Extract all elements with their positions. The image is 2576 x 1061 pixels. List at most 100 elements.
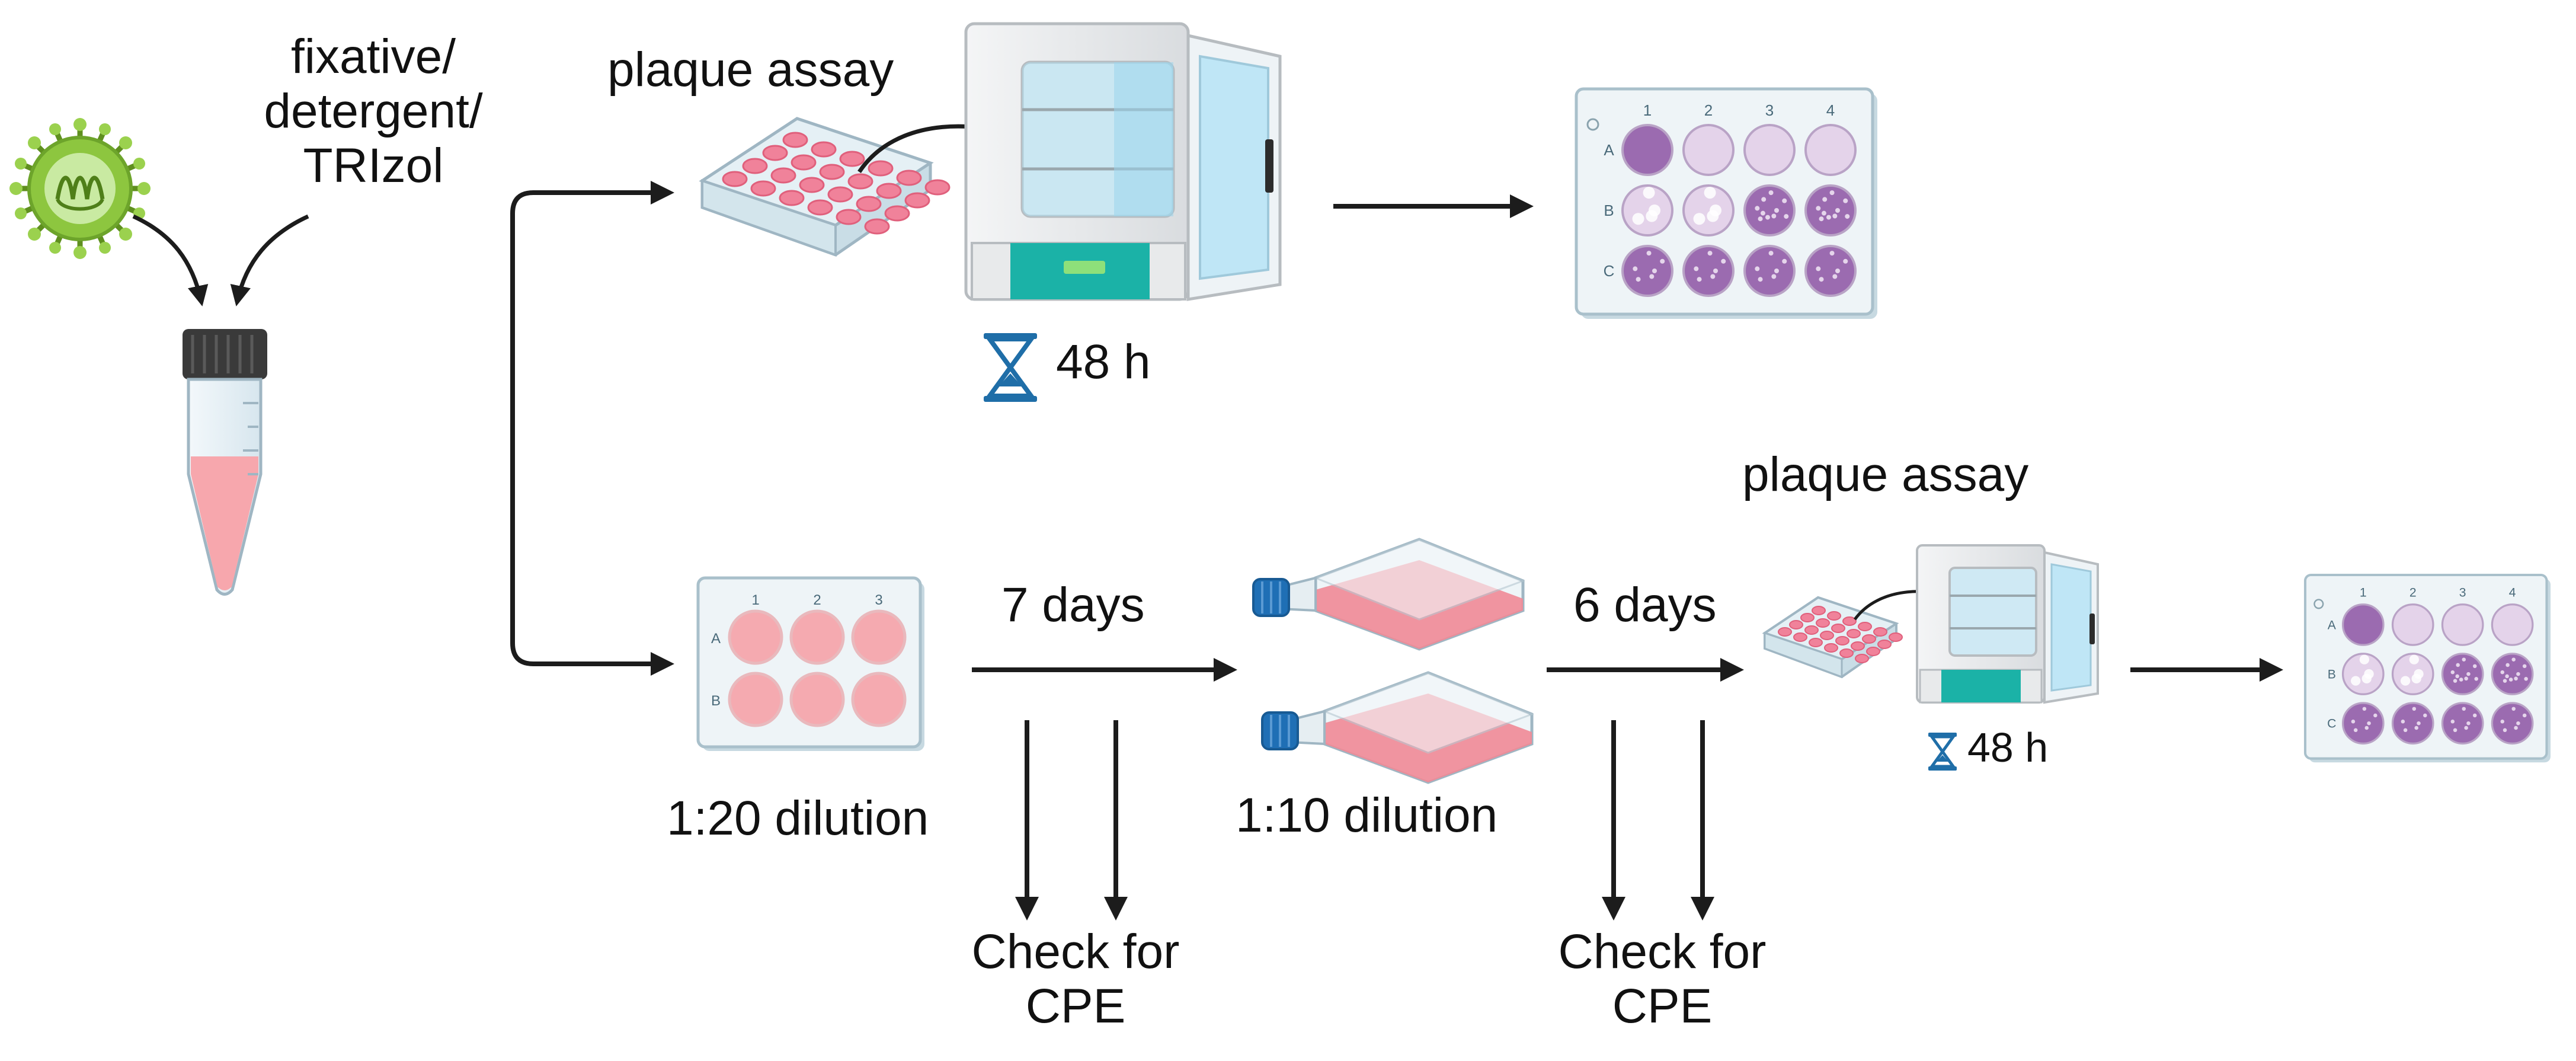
well (1889, 632, 1903, 642)
culture-flask (1252, 538, 1526, 651)
well (782, 132, 808, 148)
plate-column-label: 2 (1704, 101, 1713, 119)
well (1827, 611, 1841, 621)
culture-well (851, 609, 907, 665)
plaque-well (2491, 653, 2534, 695)
plate-column-label: 3 (2459, 586, 2466, 600)
plate-row-label: B (711, 693, 721, 709)
well (819, 164, 845, 180)
plate-column-label: 1 (2360, 586, 2367, 600)
plaque-well (1804, 245, 1857, 297)
incubation-time-label-top: 48 h (1056, 335, 1151, 389)
well (839, 151, 865, 167)
plate-row-label: A (2328, 618, 2337, 632)
plaque-well (1743, 124, 1796, 176)
well (1862, 634, 1876, 644)
incubator-icon-bottom (1916, 544, 2099, 704)
well (884, 205, 910, 222)
hourglass-icon-top (984, 333, 1037, 402)
well (868, 160, 894, 177)
check-cpe-line-2: CPE (1025, 979, 1126, 1033)
well (1877, 640, 1892, 649)
plate-column-label: 3 (875, 592, 882, 608)
tube-icon (183, 329, 267, 596)
plate-row-label: C (2327, 717, 2336, 731)
well (856, 196, 882, 212)
well (1835, 636, 1849, 645)
well (722, 171, 748, 187)
well (1800, 613, 1815, 622)
well (1858, 622, 1872, 631)
well (1804, 625, 1819, 635)
culture-well (789, 609, 845, 665)
well (904, 192, 930, 209)
incubator-icon-top (964, 22, 1282, 301)
plate-row-label: A (1604, 141, 1614, 159)
plaque-well (1743, 184, 1796, 237)
well (847, 173, 873, 190)
plate-column-label: 3 (1765, 101, 1774, 119)
plaque-well (1804, 124, 1857, 176)
well-plate-icon-top (699, 117, 951, 257)
plaque-well (1621, 124, 1673, 176)
reagent-line-2: detergent/ (264, 84, 483, 138)
well (1831, 624, 1845, 633)
well (1842, 616, 1857, 626)
plate-column-label: 2 (2409, 586, 2417, 600)
culture-well (851, 672, 907, 727)
well (1873, 627, 1887, 637)
plaque-well (1682, 124, 1735, 176)
plaque-well (2391, 702, 2434, 745)
plate-row-label: B (1604, 202, 1614, 219)
well (1789, 620, 1803, 629)
plate-row-label: A (711, 631, 721, 647)
reagent-to-tube-arrow (230, 214, 309, 306)
plaque-well (2391, 603, 2434, 646)
check-cpe-line-3: Check for (1558, 925, 1767, 979)
well (1812, 606, 1826, 615)
well (807, 199, 833, 216)
plate-row-label: C (1604, 262, 1615, 280)
plaque-assay-label-bottom: plaque assay (1742, 448, 2029, 501)
plaque-well (1621, 245, 1673, 297)
well (1778, 627, 1792, 637)
check-cpe-label-2: Check for CPE (1514, 925, 1810, 1034)
check-cpe-line-1: Check for (971, 925, 1180, 979)
plaque-well (1743, 245, 1796, 297)
check-cpe-label-1: Check for CPE (927, 925, 1224, 1034)
virus-to-tube-arrow (132, 214, 209, 306)
well (1820, 631, 1834, 640)
well (1809, 638, 1823, 647)
well (799, 177, 825, 193)
plaque-well (2491, 603, 2534, 646)
days-label-1: 7 days (1001, 578, 1145, 632)
check-cpe-line-4: CPE (1612, 979, 1713, 1033)
well (1855, 654, 1869, 663)
well (1851, 641, 1865, 651)
plaque-well (2341, 603, 2385, 646)
culture-well (728, 672, 783, 727)
plaque-well (2491, 702, 2534, 745)
well (742, 158, 768, 174)
virus-icon (9, 118, 151, 259)
well-plate-icon-bottom (1762, 596, 1903, 679)
well (770, 167, 796, 184)
days-label-2: 6 days (1573, 578, 1717, 632)
plate-column-label: 1 (1643, 101, 1652, 119)
well (1824, 643, 1838, 653)
well (779, 190, 805, 206)
well (1816, 618, 1830, 628)
plaque-well (2341, 702, 2385, 745)
well (1866, 647, 1880, 656)
culture-flask (1261, 671, 1535, 784)
plate-column-label: 1 (751, 592, 759, 608)
incubation-time-label-bottom: 48 h (1967, 724, 2049, 771)
well (876, 183, 902, 199)
well (762, 145, 788, 161)
well (791, 154, 817, 171)
plaque-well (2441, 603, 2484, 646)
well (1847, 629, 1861, 638)
